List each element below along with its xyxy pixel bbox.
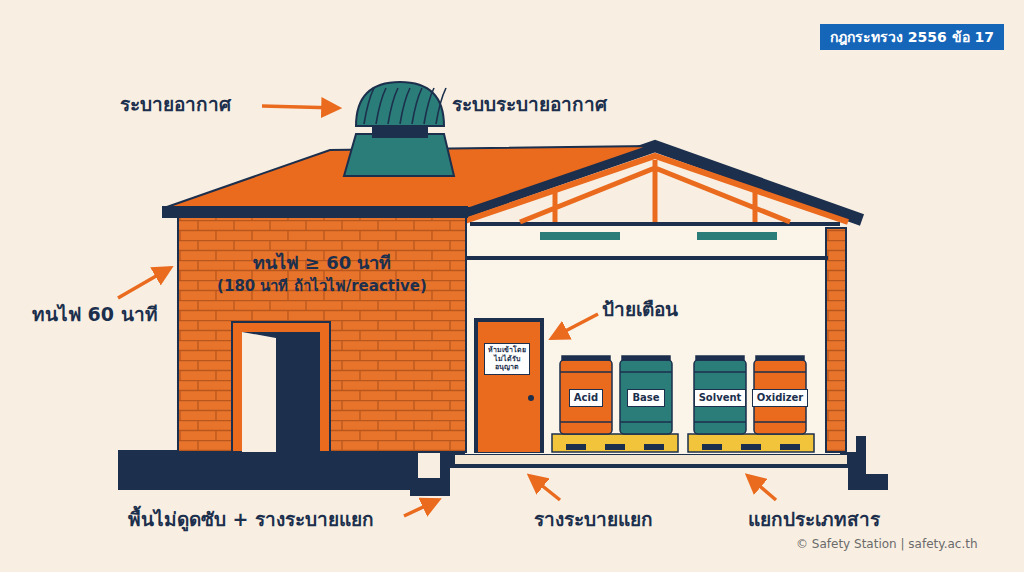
- floor-slab: [118, 450, 418, 490]
- drum-label: Solvent: [694, 389, 747, 407]
- node-text: Oxidizer: [757, 392, 804, 404]
- watermark: © Safety Station | safety.ac.th: [796, 537, 978, 551]
- drum-rings: [560, 372, 806, 422]
- roof-fascia: [162, 206, 468, 218]
- ceiling-light: [540, 232, 620, 240]
- callout-label: ระบบระบายอากาศ: [452, 93, 607, 116]
- drum-lids: [562, 356, 804, 360]
- drum-label: Acid: [569, 389, 603, 407]
- drum: [694, 360, 746, 434]
- callout-label: ป้ายเตือน: [602, 298, 678, 321]
- leader-arrow: [262, 106, 338, 108]
- ceiling-beam: [465, 256, 828, 260]
- brick-pillar: [826, 228, 846, 452]
- drain-gap: [868, 440, 884, 470]
- door-frame: [474, 318, 544, 453]
- ceiling-light: [697, 232, 777, 240]
- brick-wall: [178, 216, 466, 452]
- leader-arrow: [118, 268, 170, 298]
- turbine-vanes: [364, 88, 446, 124]
- door-knob: [528, 395, 534, 401]
- leader-arrow: [748, 476, 776, 500]
- pallet-slots: [566, 444, 800, 450]
- leader-arrow: [530, 476, 560, 500]
- node-text: ห้ามเข้าโดยไม่ได้รับอนุญาต: [487, 346, 527, 371]
- doorway: [242, 332, 320, 452]
- floor-surface: [455, 455, 847, 464]
- warning-sign: ห้ามเข้าโดยไม่ได้รับอนุญาต: [484, 343, 530, 374]
- drum: [620, 360, 672, 434]
- callout-label: รางระบายแยก: [534, 508, 653, 531]
- pallet: [688, 434, 814, 452]
- callout-label: ระบายอากาศ: [120, 93, 231, 116]
- drain-gap: [420, 455, 438, 475]
- drum: [560, 360, 612, 434]
- wall-text: ทนไฟ ≥ 60 นาที: [253, 252, 392, 274]
- room-interior: [465, 222, 840, 454]
- node-text: Acid: [574, 392, 598, 404]
- pallet: [552, 434, 678, 452]
- drum: [754, 360, 806, 434]
- callout-label: ทนไฟ 60 นาที: [32, 303, 158, 326]
- leader-arrows: [118, 106, 776, 516]
- callout-label: แยกประเภทสาร: [748, 508, 880, 531]
- open-door: [242, 332, 276, 452]
- leader-arrow: [552, 314, 598, 338]
- node-text: กฎกระทรวง 2556 ข้อ 17: [830, 29, 994, 46]
- wall-text: (180 นาที ถ้าไวไฟ/reactive): [217, 277, 427, 295]
- truss-chord: [470, 222, 840, 226]
- leader-arrow: [404, 500, 438, 516]
- node-text: Base: [632, 392, 659, 404]
- node-text: Solvent: [699, 392, 742, 404]
- door: [478, 322, 540, 452]
- brick-building: [162, 82, 650, 452]
- law-badge: กฎกระทรวง 2556 ข้อ 17: [820, 24, 1004, 51]
- drum-label: Oxidizer: [752, 389, 809, 407]
- doorway-frame: [232, 322, 330, 452]
- drums: [560, 356, 806, 434]
- callout-label: พื้นไม่ดูดซับ + รางระบายแยก: [128, 508, 374, 531]
- drum-label: Base: [627, 389, 664, 407]
- ventilator-base: [344, 134, 454, 176]
